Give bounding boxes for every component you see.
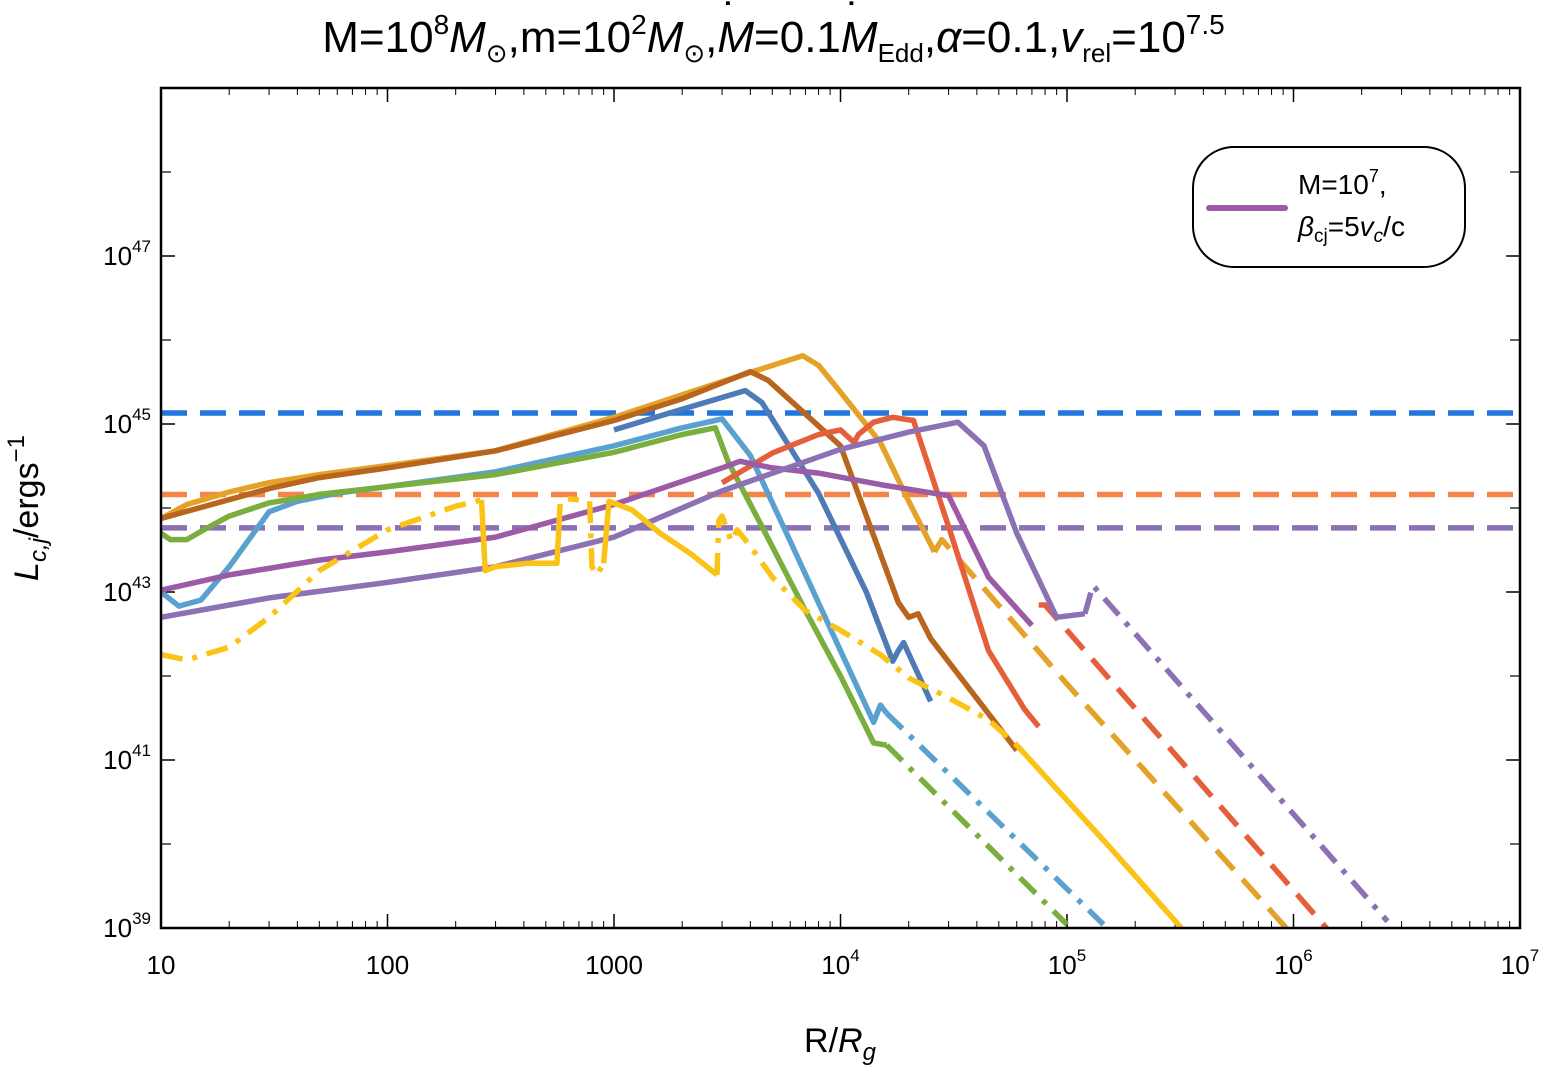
- y-tick-label: 1043: [103, 573, 151, 607]
- tick-labels: 10 100 1000 104 105 106 107 1039 1041 1043 1045 104…: [103, 237, 1539, 980]
- series-line: [161, 368, 1019, 753]
- y-axis-title: Lc,j/ergs−1: [3, 435, 52, 581]
- x-axis-title: R/Rg: [804, 1022, 877, 1066]
- x-tick-label: 1000: [585, 950, 643, 980]
- chart-title: M=108M⊙,m=102M⊙,M=0.1MEdd,α=0.1,vrel=107…: [0, 6, 1547, 70]
- series-line: [161, 425, 888, 748]
- series-line: [1014, 743, 1184, 928]
- x-tick-label: 10: [147, 950, 176, 980]
- series-line: [1082, 582, 1390, 924]
- x-tick-label: 104: [821, 946, 859, 980]
- series-line: [932, 536, 1290, 928]
- series-layer: [161, 352, 1520, 928]
- series-line: [586, 501, 606, 578]
- series-line: [884, 711, 1106, 927]
- x-tick-label: 106: [1274, 946, 1312, 980]
- series-line: [1038, 602, 1330, 928]
- legend-label: M=107, βcj=5vc/c: [1298, 166, 1405, 247]
- series-line: [720, 414, 1041, 729]
- legend-swatch: [1206, 205, 1288, 211]
- series-line: [884, 743, 1069, 927]
- series-line: [555, 495, 580, 530]
- legend: M=107, βcj=5vc/c: [1192, 146, 1466, 268]
- x-tick-label: 107: [1501, 946, 1539, 980]
- series-line: [161, 419, 1086, 621]
- series-line: [714, 513, 1019, 748]
- y-tick-label: 1039: [103, 909, 151, 943]
- x-tick-label: 105: [1048, 946, 1086, 980]
- series-line: [478, 499, 562, 574]
- series-line: [161, 416, 889, 726]
- series-line: [161, 497, 483, 663]
- y-tick-label: 1041: [103, 741, 151, 775]
- series-line: [600, 498, 719, 578]
- series-line: [161, 458, 1034, 628]
- y-tick-label: 1045: [103, 405, 151, 439]
- y-tick-label: 1047: [103, 237, 151, 271]
- plot-frame: [159, 86, 1522, 930]
- series-line: [613, 387, 934, 703]
- x-tick-label: 100: [366, 950, 409, 980]
